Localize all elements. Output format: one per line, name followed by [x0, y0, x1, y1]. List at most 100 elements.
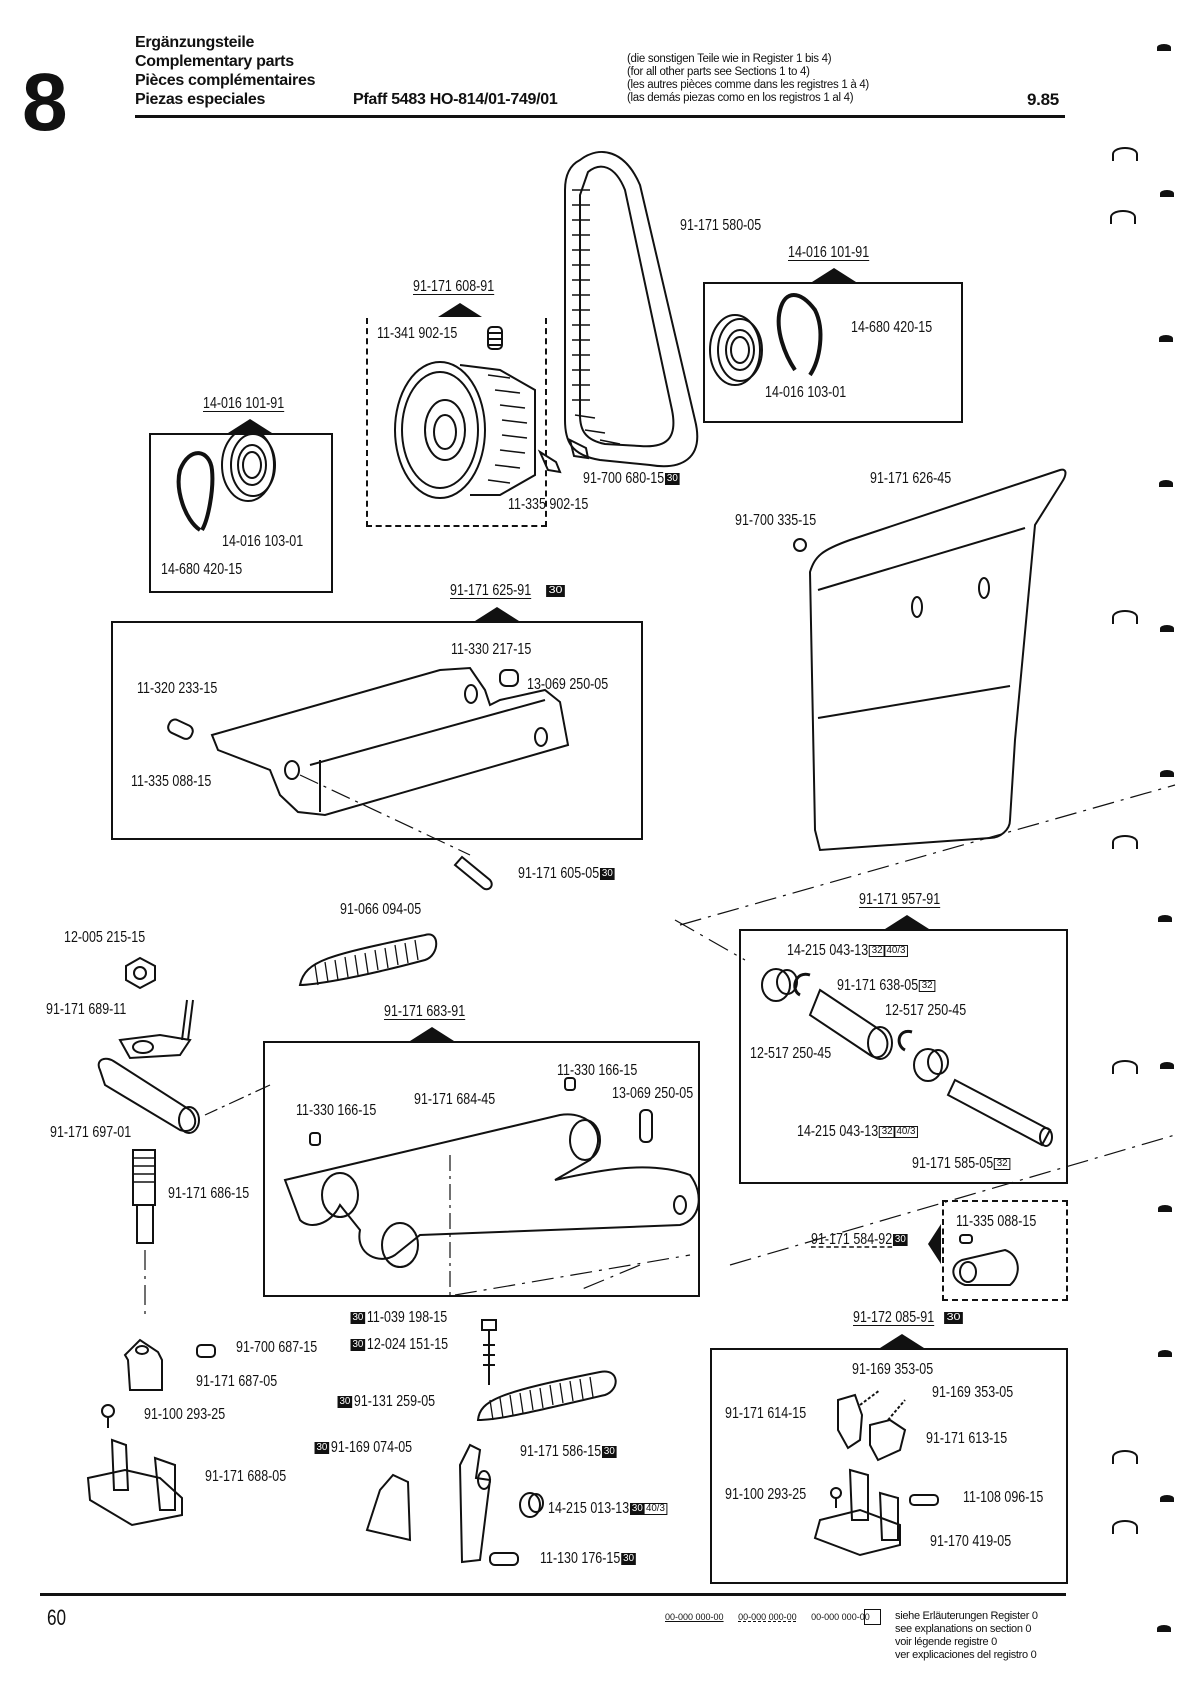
part-label: 91-171 687-05 [196, 1373, 278, 1390]
binder-hole-large [1112, 610, 1138, 624]
part-label: 91-171 697-01 [50, 1124, 132, 1141]
belt-label: 91-171 580-05 [680, 217, 762, 234]
tag-badge: 30 [350, 1311, 366, 1324]
legend-text: siehe Erläuterungen Register 0 see expla… [895, 1610, 1038, 1662]
needle-box [739, 929, 1068, 1184]
part-label: 11-330 217-15 [451, 641, 532, 658]
part-label: 12-517 250-45 [750, 1045, 832, 1062]
tag-badge: 40/3 [883, 944, 909, 957]
tag-badge: 30 [665, 472, 680, 485]
frame-assembly-label: 91-171 625-91 [450, 582, 532, 599]
binder-hole [1160, 1495, 1174, 1502]
note-fr: (les autres pièces comme dans les regist… [627, 79, 869, 91]
note-de: (die sonstigen Teile wie in Register 1 b… [627, 53, 832, 65]
arm-assembly-label: 91-171 683-91 [384, 1003, 466, 1020]
binder-hole [1158, 1350, 1172, 1357]
tag-badge: 40/3 [893, 1125, 919, 1138]
legend-line: siehe Erläuterungen Register 0 [895, 1610, 1038, 1622]
tag-badge: 32 [993, 1157, 1011, 1170]
part-label: 14-680 420-15 [161, 561, 243, 578]
tag-badge: 30 [621, 1552, 636, 1565]
assembly-marker [438, 303, 482, 317]
part-label: 11-330 166-15 [557, 1062, 638, 1079]
part-label: 14-016 103-01 [765, 384, 847, 401]
header-rule [135, 115, 1065, 118]
part-label: 11-335 088-15 [131, 773, 212, 790]
tag-badge: 30 [314, 1441, 330, 1454]
part-label: 91-171 613-15 [926, 1430, 1008, 1447]
tag-badge: 40/3 [643, 1502, 669, 1515]
frame-box [111, 621, 643, 840]
title-fr: Pièces complémentaires [135, 72, 316, 89]
tag-badge: 30 [602, 1445, 617, 1458]
part-label: 11-320 233-15 [137, 680, 218, 697]
revision-date: 9.85 [1027, 90, 1059, 109]
section-number: 8 [22, 57, 68, 148]
part-label: 12-005 215-15 [64, 929, 146, 946]
part-label: 91-700 335-15 [735, 512, 817, 529]
bearing-left-assembly-label: 14-016 101-91 [203, 395, 285, 412]
tag-badge: 30 [944, 1312, 964, 1324]
part-label: 11-341 902-15 [377, 325, 458, 342]
tag-badge: 32 [868, 944, 886, 957]
tag-badge: 32 [918, 979, 936, 992]
note-en: (for all other parts see Sections 1 to 4… [627, 66, 810, 78]
pulley-assembly-box [366, 318, 547, 527]
tag-badge: 30 [630, 1502, 645, 1515]
assembly-marker [928, 1224, 941, 1264]
assembly-marker [880, 1334, 924, 1348]
pulley-assembly-label: 91-171 608-91 [413, 278, 495, 295]
binder-hole-large [1112, 147, 1138, 161]
title-de: Ergänzungsteile [135, 34, 255, 51]
part-label: 91-170 419-05 [930, 1533, 1012, 1550]
bearing-right-assembly-label: 14-016 101-91 [788, 244, 870, 261]
binder-hole [1157, 44, 1171, 51]
part-label: 14-680 420-15 [851, 319, 933, 336]
part-label: 91-100 293-25 [144, 1406, 226, 1423]
footer-rule [40, 1593, 1066, 1596]
binder-hole [1158, 915, 1172, 922]
assembly-marker [410, 1027, 454, 1041]
binder-hole-large [1112, 1450, 1138, 1464]
part-label: 13-069 250-05 [612, 1085, 694, 1102]
binder-hole-large [1112, 1520, 1138, 1534]
tag-badge: 32 [878, 1125, 896, 1138]
assembly-marker [812, 268, 856, 282]
legend-line: see explanations on section 0 [895, 1623, 1032, 1635]
part-label: 91-700 687-15 [236, 1339, 318, 1356]
binder-hole-large [1112, 1060, 1138, 1074]
timing-belt-drawing [564, 151, 699, 468]
bottom-left-drawing [86, 1338, 216, 1527]
bearing-right-box [703, 282, 963, 423]
cover-plate-drawing [793, 468, 1067, 852]
part-label: 91-171 614-15 [725, 1405, 807, 1422]
assembly-marker [228, 419, 272, 433]
part-label: 91-066 094-05 [340, 901, 422, 918]
binder-hole-large [1110, 210, 1136, 224]
legend-code-assembly: 00-000 000-00 [665, 1612, 724, 1622]
page-number: 60 [47, 1605, 67, 1630]
clamp-assembly-label: 91-172 085-91 [853, 1309, 935, 1326]
binder-hole [1157, 1625, 1171, 1632]
tag-badge: 30 [337, 1395, 353, 1408]
tag-badge: 30 [350, 1338, 366, 1351]
header-notes: (die sonstigen Teile wie in Register 1 b… [627, 53, 869, 105]
part-label: 13-069 250-05 [527, 676, 609, 693]
legend-line: voir légende registre 0 [895, 1636, 997, 1648]
title-en: Complementary parts [135, 53, 294, 70]
binder-hole [1159, 480, 1173, 487]
legend-box-icon [864, 1609, 881, 1625]
tag-badge: 30 [893, 1233, 908, 1246]
eccentric-box [942, 1200, 1068, 1301]
